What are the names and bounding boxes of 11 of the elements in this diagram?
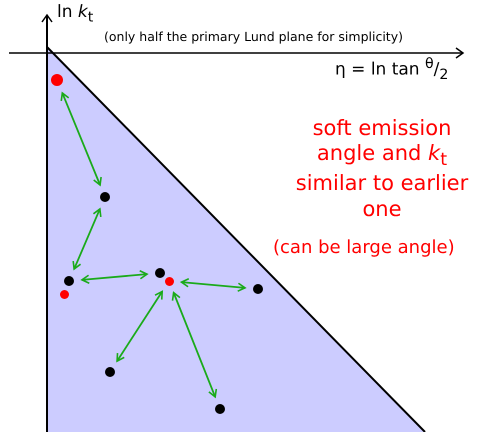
axis-label: η = ln tan $^{θ}$/$_{2}$: [335, 56, 448, 84]
annotation-text: soft emission angle and k$_{t}$ similar to earlier one: [294, 116, 470, 222]
note-text: (only half the primary Lund plane for simplicity): [104, 29, 403, 44]
axis-label: ln k$_{t}$: [57, 2, 94, 26]
annotation-text: (can be large angle): [273, 237, 455, 258]
double-arrow: [72, 208, 102, 270]
double-arrow: [81, 270, 148, 284]
double-arrow: [172, 292, 218, 398]
double-arrow: [60, 92, 102, 186]
double-arrow: [116, 290, 163, 362]
double-arrow: [180, 278, 246, 292]
